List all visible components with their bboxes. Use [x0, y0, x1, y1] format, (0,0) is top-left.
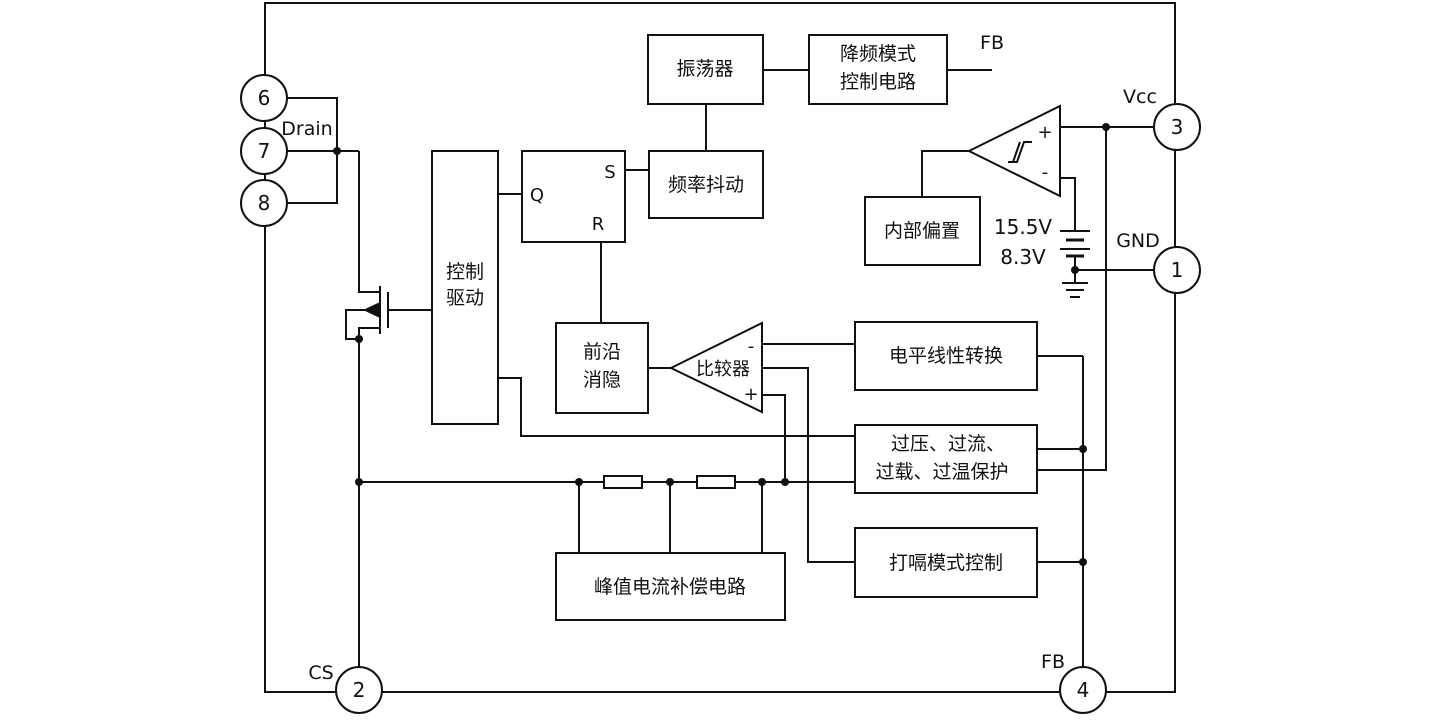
internal-bias-block [864, 196, 981, 266]
comparator-minus: - [748, 336, 755, 357]
fb-top-label: FB [980, 32, 1004, 54]
pin-3[interactable]: 3 [1153, 103, 1201, 151]
latch-r: R [592, 214, 605, 235]
protection-block [854, 424, 1038, 494]
pin-6-number: 6 [258, 86, 271, 110]
pin-6[interactable]: 6 [240, 74, 288, 122]
freq-jitter-label: 频率抖动 [668, 174, 744, 196]
protection-label-2: 过载、过温保护 [875, 461, 1008, 483]
uvlo-on-label: 15.5V [994, 215, 1053, 239]
protection-label-1: 过压、过流、 [891, 433, 1005, 455]
ic-outline [264, 2, 1176, 693]
power-mosfet [345, 286, 389, 340]
pin-1[interactable]: 1 [1153, 246, 1201, 294]
level-shift-block [854, 321, 1038, 391]
burst-mode-block [854, 527, 1038, 598]
peak-comp-label: 峰值电流补偿电路 [594, 576, 746, 598]
uvlo-minus: - [1042, 162, 1049, 183]
wiring [287, 69, 1158, 667]
resistor-1 [603, 475, 643, 489]
leading-edge-block [555, 322, 649, 414]
pin-8[interactable]: 8 [240, 179, 288, 227]
peak-comp-block [555, 552, 786, 621]
pin-1-number: 1 [1171, 258, 1184, 282]
freq-reduction-label-2: 控制电路 [840, 71, 916, 93]
fb-bottom-label: FB [1041, 651, 1065, 673]
sr-latch-block [521, 150, 626, 243]
gnd-label: GND [1116, 230, 1160, 252]
pin-3-number: 3 [1171, 115, 1184, 139]
pin-4[interactable]: 4 [1059, 666, 1107, 714]
oscillator-label: 振荡器 [676, 58, 733, 80]
leading-edge-label-1: 前沿 [583, 341, 621, 363]
pin-2[interactable]: 2 [335, 666, 383, 714]
freq-reduction-block [808, 34, 948, 105]
leading-edge-label-2: 消隐 [583, 369, 621, 391]
uvlo-off-label: 8.3V [1000, 245, 1046, 269]
threshold-reference [1060, 230, 1090, 258]
comparator-plus: + [743, 384, 758, 405]
pin-8-number: 8 [258, 191, 271, 215]
control-drive-label-1: 控制 [446, 261, 484, 283]
freq-reduction-label-1: 降频模式 [840, 43, 916, 65]
oscillator-block [647, 34, 764, 105]
comparator-label: 比较器 [696, 359, 750, 380]
latch-s: S [604, 162, 615, 183]
resistor-2 [696, 475, 736, 489]
drain-label: Drain [281, 118, 332, 140]
pin-7-number: 7 [258, 139, 271, 163]
vcc-label: Vcc [1123, 86, 1157, 108]
ground-icon [1062, 282, 1088, 298]
hysteresis-icon [1008, 141, 1032, 163]
uvlo-plus: + [1037, 122, 1052, 143]
freq-jitter-block [648, 150, 764, 219]
internal-bias-label: 内部偏置 [884, 220, 960, 242]
pwm-comparator [668, 321, 763, 414]
cs-label: CS [308, 662, 333, 684]
uvlo-comparator [966, 104, 1061, 198]
pin-4-number: 4 [1077, 678, 1090, 702]
junction-dots [333, 123, 1110, 566]
control-drive-block [431, 150, 499, 425]
control-drive-label-2: 驱动 [446, 287, 484, 309]
latch-q: Q [530, 185, 544, 206]
pin-7[interactable]: 7 [240, 127, 288, 175]
burst-mode-label: 打嗝模式控制 [889, 552, 1003, 574]
level-shift-label: 电平线性转换 [889, 345, 1003, 367]
pin-2-number: 2 [353, 678, 366, 702]
